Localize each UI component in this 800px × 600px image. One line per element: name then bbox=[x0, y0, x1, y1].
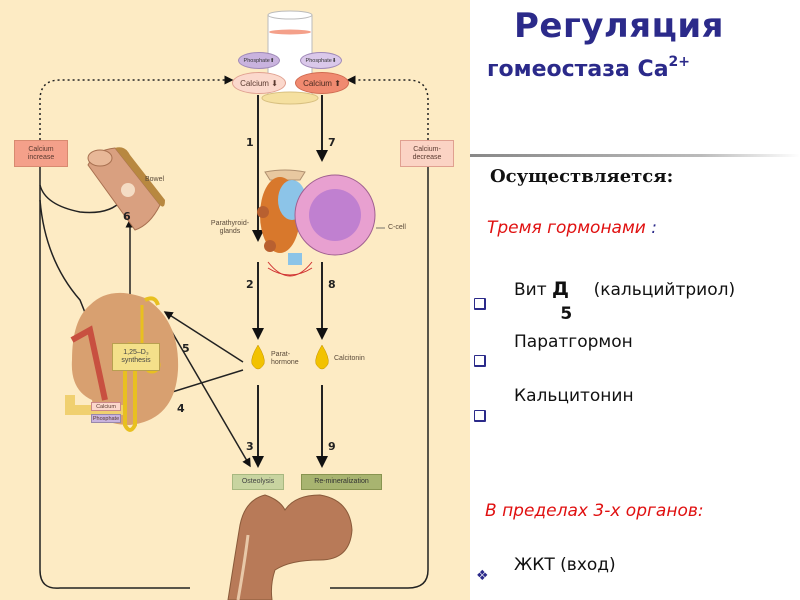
bowel-label: Bowel bbox=[145, 176, 165, 183]
c-cell-label: C-cell bbox=[388, 224, 406, 231]
phosphate-up-ellipse: Phosphate⬆ bbox=[238, 52, 280, 69]
organ-item-gi-tract: ЖКТ (вход) bbox=[514, 555, 616, 575]
hormones-heading: Тремя гормонами : bbox=[487, 218, 657, 238]
step-9: 9 bbox=[328, 440, 336, 453]
calcium-increase-box: Calcium increase bbox=[14, 140, 68, 167]
slide-subtitle: гомеостаза Ca2+ bbox=[487, 54, 690, 82]
calcium-up-ellipse: Calcium ⬆ bbox=[295, 72, 349, 94]
calcium-down-ellipse: Calcium ⬇ bbox=[232, 72, 286, 94]
diamond-bullet-icon: ❖ bbox=[476, 568, 489, 584]
hormones-heading-colon: : bbox=[651, 218, 657, 238]
hormone-item-vitamin-d: Вит Д 5 (кальцийтриол) bbox=[514, 278, 736, 324]
subheading: Осуществляется: bbox=[490, 166, 674, 187]
parathormone-label: Parat- hormone bbox=[271, 351, 299, 366]
step-8: 8 bbox=[328, 278, 336, 291]
calcium-regulation-diagram: Phosphate⬆ Phosphate⬇ Calcium ⬇ Calcium … bbox=[0, 0, 470, 600]
vitamin-letter: Д bbox=[552, 278, 569, 300]
title-divider bbox=[470, 154, 800, 157]
square-bullet-icon bbox=[474, 410, 486, 422]
feedback-dotted-right bbox=[346, 75, 429, 140]
outer-loop-left bbox=[39, 165, 190, 589]
step-2: 2 bbox=[246, 278, 254, 291]
outer-loop-right bbox=[330, 165, 429, 589]
vitamin-suffix: (кальцийтриол) bbox=[593, 280, 736, 300]
kidney-phosphate-label: Phosphate bbox=[91, 414, 121, 423]
step-5: 5 bbox=[182, 342, 190, 355]
calcitonin-drop-icon bbox=[315, 344, 329, 370]
subtitle-superscript: 2+ bbox=[668, 54, 691, 70]
vitamin-prefix: Вит bbox=[514, 280, 547, 300]
hormones-heading-text: Тремя гормонами bbox=[487, 218, 646, 238]
organs-heading: В пределах 3-х органов: bbox=[485, 501, 704, 521]
step-3: 3 bbox=[246, 440, 254, 453]
step-4: 4 bbox=[177, 402, 185, 415]
square-bullet-icon bbox=[474, 355, 486, 367]
step-1: 1 bbox=[246, 136, 254, 149]
synthesis-box: 1,25–D₃ synthesis bbox=[112, 343, 160, 371]
osteolysis-box: Osteolysis bbox=[232, 474, 284, 490]
square-bullet-icon bbox=[474, 298, 486, 310]
kidney-calcium-label: Calcium bbox=[91, 402, 121, 411]
remineralization-box: Re-mineralization bbox=[301, 474, 382, 490]
diagram-drawing bbox=[39, 10, 429, 600]
hormone-item-calcitonin: Кальцитонин bbox=[514, 386, 634, 406]
subtitle-text: гомеостаза Ca bbox=[487, 57, 669, 82]
thyroid-illustration bbox=[257, 169, 376, 277]
parathormone-drop-icon bbox=[251, 344, 265, 370]
step-7: 7 bbox=[328, 136, 336, 149]
vitamin-subscript: 5 bbox=[560, 304, 573, 324]
step-6: 6 bbox=[123, 210, 131, 223]
slide-title: Регуляция bbox=[514, 6, 724, 46]
calcitonin-label: Calcitonin bbox=[334, 355, 365, 362]
phosphate-down-ellipse: Phosphate⬇ bbox=[300, 52, 342, 69]
feedback-dotted-left bbox=[39, 75, 234, 140]
hormone-item-parathormone: Паратгормон bbox=[514, 332, 633, 352]
calcium-decrease-box: Calcium- decrease bbox=[400, 140, 454, 167]
parathyroid-glands-label: Parathyroid- glands bbox=[210, 220, 250, 235]
femur-bone-illustration bbox=[227, 494, 353, 600]
